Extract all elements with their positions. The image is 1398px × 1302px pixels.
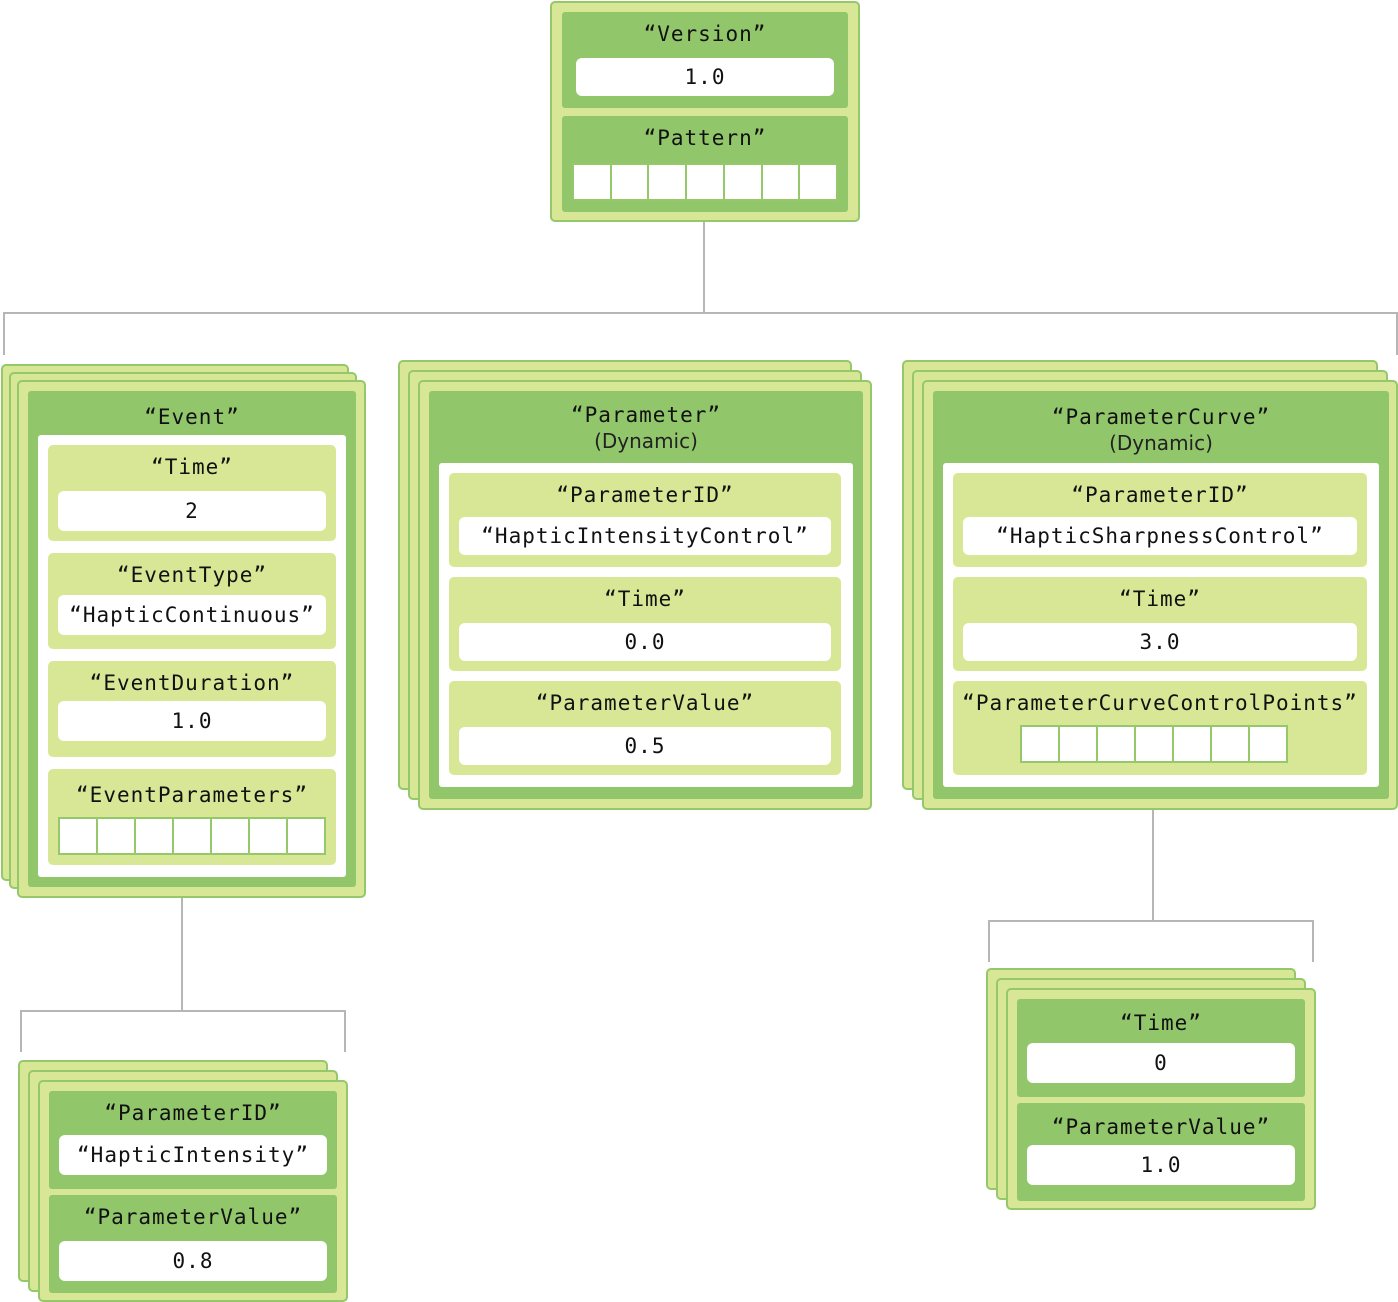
event-parameter-value-value: 0.8 xyxy=(59,1241,327,1281)
parameter-curve-time-field: “Time” 3.0 xyxy=(953,577,1367,671)
control-point-time-key-label: “Time” xyxy=(1120,1011,1202,1035)
event-parameter-card: “ParameterID” “HapticIntensity” “Paramet… xyxy=(38,1080,348,1302)
event-parameters-key-label: “EventParameters” xyxy=(76,783,308,807)
parameter-curve-title: “ParameterCurve” xyxy=(1051,405,1271,429)
parameter-curve-id-value: “HapticSharpnessControl” xyxy=(963,517,1357,555)
connector-curve-vertical xyxy=(1152,810,1154,922)
version-key-label: “Version” xyxy=(643,22,767,46)
event-duration-key-label: “EventDuration” xyxy=(89,671,295,695)
event-time-value: 2 xyxy=(58,491,326,531)
connector-curve-bracket-horizontal xyxy=(988,920,1314,922)
parameter-curve-time-key-label: “Time” xyxy=(1119,587,1201,611)
control-point-time-value: 0 xyxy=(1027,1043,1295,1083)
parameter-curve-card: “ParameterCurve” (Dynamic) “ParameterID”… xyxy=(922,380,1398,810)
parameter-curve-time-value: 3.0 xyxy=(963,623,1357,661)
event-parameter-id-key-label: “ParameterID” xyxy=(104,1101,282,1125)
version-field: “Version” 1.0 xyxy=(562,12,848,108)
parameter-curve-subtitle: (Dynamic) xyxy=(1109,431,1213,455)
event-parameters-field: “EventParameters” xyxy=(48,769,336,865)
parameter-id-key-label: “ParameterID” xyxy=(556,483,734,507)
connector-root-vertical xyxy=(703,221,705,314)
parameter-time-field: “Time” 0.0 xyxy=(449,577,841,671)
parameter-curve-control-points-field: “ParameterCurveControlPoints” xyxy=(953,681,1367,775)
version-value: 1.0 xyxy=(576,58,834,96)
root-dictionary-card: “Version” 1.0 “Pattern” xyxy=(550,1,860,222)
connector-event-bracket-right xyxy=(344,1010,346,1052)
event-type-value: “HapticContinuous” xyxy=(58,595,326,635)
parameter-curve-body: “ParameterID” “HapticSharpnessControl” “… xyxy=(943,463,1379,787)
event-type-field: “EventType” “HapticContinuous” xyxy=(48,553,336,649)
connector-event-bracket-left xyxy=(20,1010,22,1052)
parameter-time-value: 0.0 xyxy=(459,623,831,661)
connector-event-bracket-horizontal xyxy=(20,1010,346,1012)
parameter-subtitle: (Dynamic) xyxy=(594,429,698,453)
parameter-value-value: 0.5 xyxy=(459,727,831,765)
event-parameter-value-key-label: “ParameterValue” xyxy=(83,1205,303,1229)
event-type-key-label: “EventType” xyxy=(116,563,268,587)
control-point-value-key-label: “ParameterValue” xyxy=(1051,1115,1271,1139)
event-duration-value: 1.0 xyxy=(58,701,326,741)
event-parameter-id-value: “HapticIntensity” xyxy=(59,1135,327,1175)
event-dictionary: “Event” “Time” 2 “EventType” “HapticCont… xyxy=(28,391,356,887)
event-title: “Event” xyxy=(144,405,240,429)
control-point-time-field: “Time” 0 xyxy=(1017,999,1305,1097)
event-body: “Time” 2 “EventType” “HapticContinuous” … xyxy=(38,435,346,877)
parameter-curve-dictionary: “ParameterCurve” (Dynamic) “ParameterID”… xyxy=(933,391,1389,799)
connector-root-bracket-right xyxy=(1396,312,1398,355)
parameter-curve-id-key-label: “ParameterID” xyxy=(1071,483,1249,507)
connector-curve-bracket-right xyxy=(1312,920,1314,962)
event-time-field: “Time” 2 xyxy=(48,445,336,541)
parameter-id-value: “HapticIntensityControl” xyxy=(459,517,831,555)
event-parameters-array xyxy=(58,817,326,855)
pattern-key-label: “Pattern” xyxy=(643,126,767,150)
event-time-key-label: “Time” xyxy=(151,455,233,479)
connector-root-bracket-left xyxy=(3,312,5,355)
parameter-title: “Parameter” xyxy=(570,403,722,427)
parameter-value-field: “ParameterValue” 0.5 xyxy=(449,681,841,775)
parameter-curve-id-field: “ParameterID” “HapticSharpnessControl” xyxy=(953,473,1367,567)
parameter-id-field: “ParameterID” “HapticIntensityControl” xyxy=(449,473,841,567)
event-parameter-value-field: “ParameterValue” 0.8 xyxy=(49,1195,337,1293)
parameter-body: “ParameterID” “HapticIntensityControl” “… xyxy=(439,463,853,787)
connector-curve-bracket-left xyxy=(988,920,990,962)
parameter-curve-control-points-array xyxy=(1020,725,1288,763)
pattern-array xyxy=(572,163,838,201)
parameter-value-key-label: “ParameterValue” xyxy=(535,691,755,715)
event-card: “Event” “Time” 2 “EventType” “HapticCont… xyxy=(17,380,366,898)
control-point-value-field: “ParameterValue” 1.0 xyxy=(1017,1103,1305,1201)
parameter-time-key-label: “Time” xyxy=(604,587,686,611)
control-point-value-value: 1.0 xyxy=(1027,1145,1295,1185)
connector-event-vertical xyxy=(181,898,183,1012)
pattern-field: “Pattern” xyxy=(562,116,848,212)
parameter-card: “Parameter” (Dynamic) “ParameterID” “Hap… xyxy=(418,380,872,810)
event-duration-field: “EventDuration” 1.0 xyxy=(48,661,336,757)
parameter-curve-control-points-key-label: “ParameterCurveControlPoints” xyxy=(962,691,1358,715)
event-parameter-id-field: “ParameterID” “HapticIntensity” xyxy=(49,1091,337,1189)
connector-root-bracket-horizontal xyxy=(3,312,1398,314)
parameter-dictionary: “Parameter” (Dynamic) “ParameterID” “Hap… xyxy=(429,391,863,799)
control-point-card: “Time” 0 “ParameterValue” 1.0 xyxy=(1006,988,1316,1210)
